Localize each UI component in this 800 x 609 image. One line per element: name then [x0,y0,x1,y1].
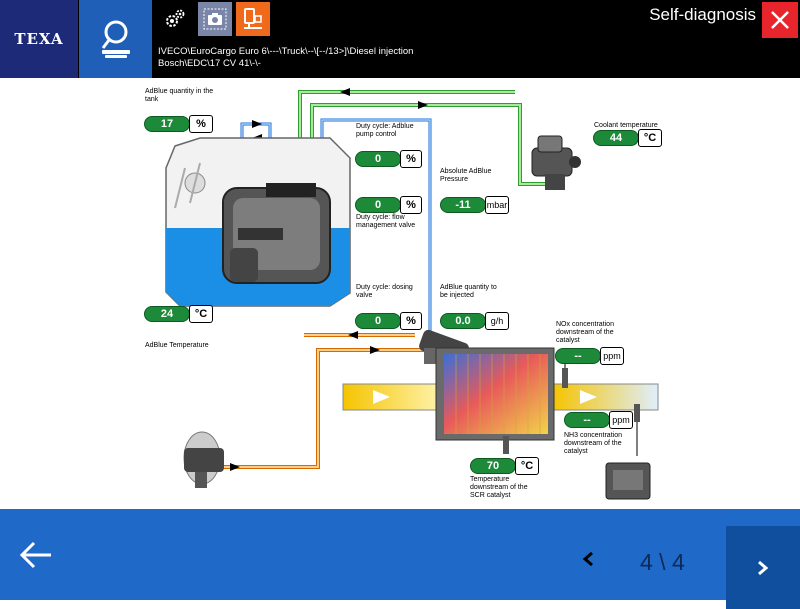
nh3-value: -- [564,412,610,428]
nox-value: -- [555,348,601,364]
duty-pump-unit: % [400,150,422,168]
abs-pressure-value: -11 [440,197,486,213]
duty-pump-label: Duty cycle: Adblue pump control [356,123,414,138]
settings-button[interactable] [158,2,192,36]
search-icon [101,20,130,58]
prev-page-button[interactable] [574,545,602,573]
coolant-lines [298,88,548,198]
header-bar: TEXA IVECO\Eur [0,0,800,78]
screenshot-button[interactable] [198,2,232,36]
breadcrumb-line-2: Bosch\EDC\17 CV 41\-\- [158,58,261,69]
adblue-temp-unit: °C [189,305,213,323]
qty-inject-unit: g/h [485,312,509,330]
footer-bar: 4 \ 4 [0,509,800,609]
nh3-unit: ppm [609,411,633,429]
control-unit [605,462,651,500]
adblue-temp-value: 24 [144,306,190,322]
device-icon [244,8,262,29]
abs-pressure-unit: mbar [485,196,509,214]
back-button[interactable] [14,535,58,575]
coolant-valve [531,135,581,190]
breadcrumb: IVECO\EuroCargo Euro 6\---\Truck\--\[--/… [158,46,413,70]
texa-logo: TEXA [0,0,78,78]
scr-catalyst [435,347,555,441]
scr-temp-label: Temperature downstream of the SCR cataly… [470,476,528,499]
page-title: Self-diagnosis [649,5,756,24]
duty-pump-value: 0 [355,151,401,167]
prev-icon [582,551,593,567]
scr-system-diagram: AdBlue quantity in the tank 17 % Duty cy… [0,78,800,509]
duty-flow-label: Duty cycle: flow management valve [356,214,416,229]
breadcrumb-line-1: IVECO\EuroCargo Euro 6\---\Truck\--\[--/… [158,46,414,57]
next-icon [758,560,769,575]
coolant-temp-label: Coolant temperature [594,122,658,129]
duty-dosing-unit: % [400,312,422,330]
duty-dosing-value: 0 [355,313,401,329]
scr-temp-value: 70 [470,458,516,474]
duty-flow-unit: % [400,196,422,214]
duty-dosing-label: Duty cycle: dosing valve [356,284,413,299]
nox-label: NOx concentration downstream of the cata… [556,321,614,344]
back-arrow-icon [19,541,51,569]
camera-icon [203,8,227,30]
scr-temp-unit: °C [515,457,539,475]
device-button[interactable] [236,2,270,36]
duty-flow-value: 0 [355,197,401,213]
close-button[interactable] [762,2,798,38]
coolant-temp-unit: °C [638,129,662,147]
qty-inject-label: AdBlue quantity to be injected [440,284,497,299]
gears-icon [166,9,185,27]
logo-text: TEXA [14,30,64,48]
adblue-pump [183,431,224,488]
qty-inject-value: 0.0 [440,313,486,329]
adblue-temp-label: AdBlue Temperature [145,342,209,349]
adblue-tank-label: AdBlue quantity in the tank [145,88,214,103]
diagram-graphics [165,88,659,500]
page-indicator: 4 \ 4 [640,549,685,575]
nh3-label: NH3 concentration downstream of the cata… [564,432,622,455]
coolant-temp-value: 44 [593,130,639,146]
adblue-tank-value: 17 [144,116,190,132]
next-page-button[interactable] [726,526,800,609]
adblue-tank [165,137,351,307]
orange-lines [218,331,425,471]
adblue-tank-unit: % [189,115,213,133]
exhaust-pipe [342,383,659,411]
nox-unit: ppm [600,347,624,365]
search-button[interactable] [79,0,152,78]
abs-pressure-label: Absolute AdBlue Pressure [440,168,492,183]
close-icon [771,11,789,29]
